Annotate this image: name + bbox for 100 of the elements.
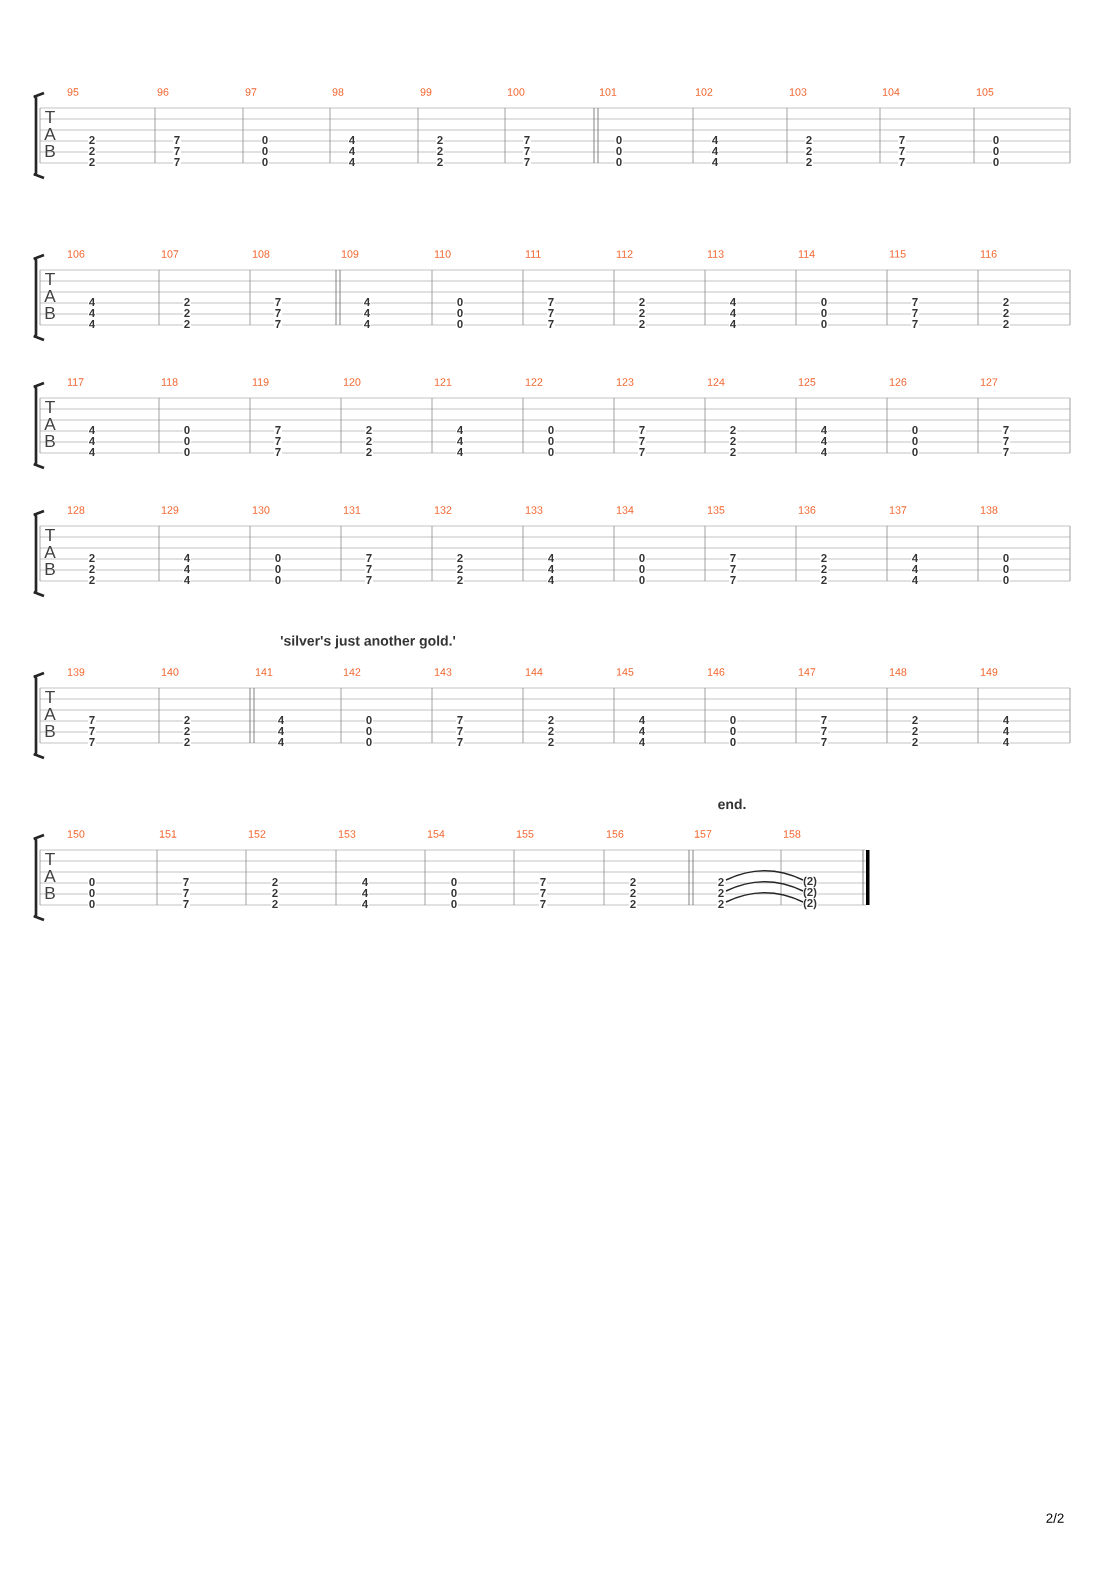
tab-clef-letter: T	[45, 401, 55, 413]
fret-number: 2	[629, 899, 637, 909]
fret-number: 7	[173, 157, 181, 167]
measure-number: 127	[980, 378, 998, 386]
tab-clef-letter: A	[44, 418, 56, 430]
measure-number: 155	[516, 830, 534, 838]
fret-number: 0	[729, 737, 737, 747]
fret-number: 4	[729, 308, 737, 318]
fret-number: 0	[992, 146, 1000, 156]
fret-number: 4	[88, 447, 96, 457]
fret-number: 4	[638, 726, 646, 736]
measure-number: 152	[248, 830, 266, 838]
fret-number: 7	[365, 575, 373, 585]
tab-clef-letter: T	[45, 273, 55, 285]
fret-number: 2	[729, 436, 737, 446]
measure-number: 111	[525, 250, 541, 258]
fret-number: 4	[277, 715, 285, 725]
fret-number: 7	[547, 308, 555, 318]
fret-number: 0	[547, 447, 555, 457]
fret-number: 4	[911, 553, 919, 563]
measure-number: 100	[507, 88, 525, 96]
fret-number: 0	[274, 575, 282, 585]
fret-number: 2	[638, 308, 646, 318]
measure-number: 145	[616, 668, 634, 676]
fret-number: 7	[456, 737, 464, 747]
fret-number: 2	[729, 447, 737, 457]
fret-number: 0	[365, 737, 373, 747]
fret-number: 2	[717, 877, 725, 887]
fret-number: 2	[820, 575, 828, 585]
fret-number: 7	[638, 447, 646, 457]
measure-number: 153	[338, 830, 356, 838]
fret-number: 2	[1002, 308, 1010, 318]
fret-number: 0	[638, 575, 646, 585]
fret-number: 2	[911, 737, 919, 747]
measure-number: 140	[161, 668, 179, 676]
fret-number: 0	[365, 726, 373, 736]
fret-number: 4	[911, 575, 919, 585]
measure-number: 125	[798, 378, 816, 386]
measure-number: 104	[882, 88, 900, 96]
fret-number: 4	[88, 425, 96, 435]
fret-number: 2	[436, 146, 444, 156]
fret-number: 7	[365, 564, 373, 574]
fret-number: 7	[88, 715, 96, 725]
measure-number: 98	[332, 88, 344, 96]
measure-number: 135	[707, 506, 725, 514]
fret-number: 4	[183, 564, 191, 574]
fret-number: 7	[182, 899, 190, 909]
measure-number: 116	[980, 250, 997, 258]
fret-number: 4	[547, 564, 555, 574]
fret-number: 4	[456, 436, 464, 446]
fret-number: 2	[456, 564, 464, 574]
fret-number: 4	[820, 425, 828, 435]
fret-number: 7	[547, 297, 555, 307]
fret-number: 2	[183, 297, 191, 307]
fret-number: 7	[523, 135, 531, 145]
fret-number: 2	[183, 308, 191, 318]
fret-number: 4	[1002, 715, 1010, 725]
fret-number: 2	[1002, 297, 1010, 307]
fret-number: 2	[183, 715, 191, 725]
measure-number: 156	[606, 830, 624, 838]
fret-number: 4	[348, 135, 356, 145]
fret-number: 0	[547, 436, 555, 446]
measure-number: 131	[343, 506, 361, 514]
fret-number: 2	[820, 564, 828, 574]
fret-number: 0	[992, 157, 1000, 167]
measure-number: 95	[67, 88, 79, 96]
fret-number: 4	[547, 553, 555, 563]
measure-number: 158	[783, 830, 801, 838]
fret-number: 0	[615, 135, 623, 145]
fret-number: 0	[615, 157, 623, 167]
fret-number: 7	[729, 553, 737, 563]
fret-number: 0	[450, 888, 458, 898]
measure-number: 101	[599, 88, 617, 96]
tab-clef-letter: A	[44, 870, 56, 882]
measure-number: 137	[889, 506, 907, 514]
fret-number: 7	[539, 899, 547, 909]
fret-number: 0	[88, 888, 96, 898]
fret-number: 2	[436, 157, 444, 167]
measure-number: 139	[67, 668, 85, 676]
measure-number: 138	[980, 506, 998, 514]
fret-number: 7	[638, 425, 646, 435]
tab-clef-letter: T	[45, 853, 55, 865]
fret-number: 0	[911, 425, 919, 435]
measure-number: 154	[427, 830, 445, 838]
fret-number: 0	[911, 447, 919, 457]
measure-number: 99	[420, 88, 432, 96]
fret-number: 2	[717, 899, 725, 909]
fret-number: 0	[820, 319, 828, 329]
fret-number: 7	[456, 726, 464, 736]
fret-number: 7	[1002, 447, 1010, 457]
measure-number: 142	[343, 668, 361, 676]
tab-clef-letter: A	[44, 546, 56, 558]
fret-number: 0	[615, 146, 623, 156]
fret-number: 7	[274, 436, 282, 446]
fret-number: 7	[898, 146, 906, 156]
fret-number: 2	[547, 726, 555, 736]
fret-number: 0	[456, 308, 464, 318]
fret-number: 0	[820, 308, 828, 318]
fret-number: 4	[183, 575, 191, 585]
measure-number: 119	[252, 378, 269, 386]
